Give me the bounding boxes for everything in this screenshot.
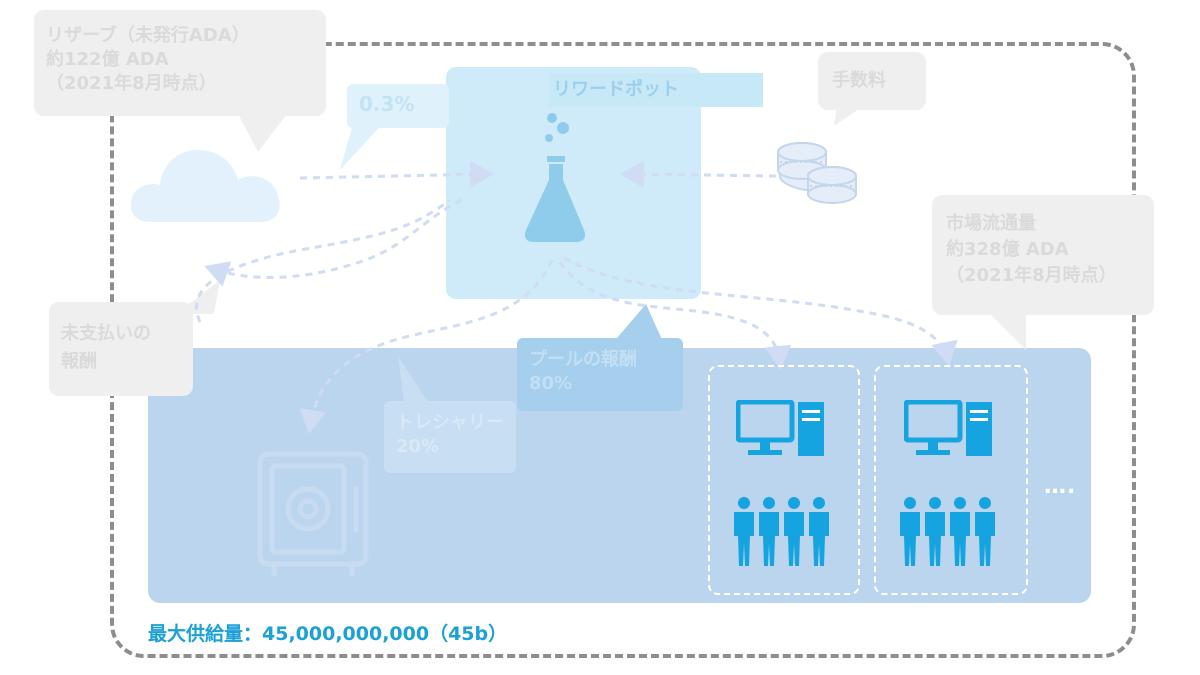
- pool-reward-bubble-tail: [612, 304, 664, 344]
- unpaid-bubble: 未支払いの 報酬: [49, 302, 193, 396]
- flask-icon: [524, 113, 586, 242]
- pot-to-pool2-arrow: [563, 256, 958, 366]
- rate-bubble-tail: [340, 120, 386, 170]
- safe-icon: [257, 451, 369, 576]
- computer-icon: [904, 400, 992, 456]
- computer-icon: [736, 400, 824, 456]
- max-supply-label: 最大供給量：45,000,000,000（45b）: [148, 623, 508, 645]
- more-pools-ellipsis: ….: [1044, 474, 1077, 499]
- rate-bubble: 0.3%: [347, 84, 449, 128]
- reserve-bubble: リザーブ（未発行ADA） 約122億 ADA （2021年8月時点）: [34, 10, 326, 116]
- fees-to-pot-arrow: [620, 160, 777, 188]
- people-icon: [900, 497, 995, 566]
- cloud-icon: [130, 150, 280, 222]
- treasury-bubble: トレシャリー 20%: [384, 401, 516, 473]
- pot-to-unpaid-arrow: [204, 198, 463, 287]
- coins-icon: [777, 142, 857, 204]
- reserve-to-pot-arrow: [299, 160, 494, 188]
- pot-to-treasury-arrow: [299, 259, 554, 434]
- people-icon: [734, 497, 829, 566]
- treasury-bubble-tail: [398, 356, 428, 402]
- reward-pot-label: リワードポット: [549, 73, 763, 107]
- circulating-bubble: 市場流通量 約328億 ADA （2021年8月時点）: [932, 195, 1154, 315]
- stake-pool-node: [708, 365, 860, 595]
- reserve-bubble-tail: [236, 110, 290, 152]
- fees-bubble: 手数料: [818, 52, 926, 110]
- pot-to-pool1-arrow: [558, 261, 792, 370]
- stake-pool-node: [874, 365, 1028, 595]
- pool-reward-bubble: プールの報酬 80%: [517, 338, 683, 411]
- circulating-bubble-tail: [986, 310, 1026, 350]
